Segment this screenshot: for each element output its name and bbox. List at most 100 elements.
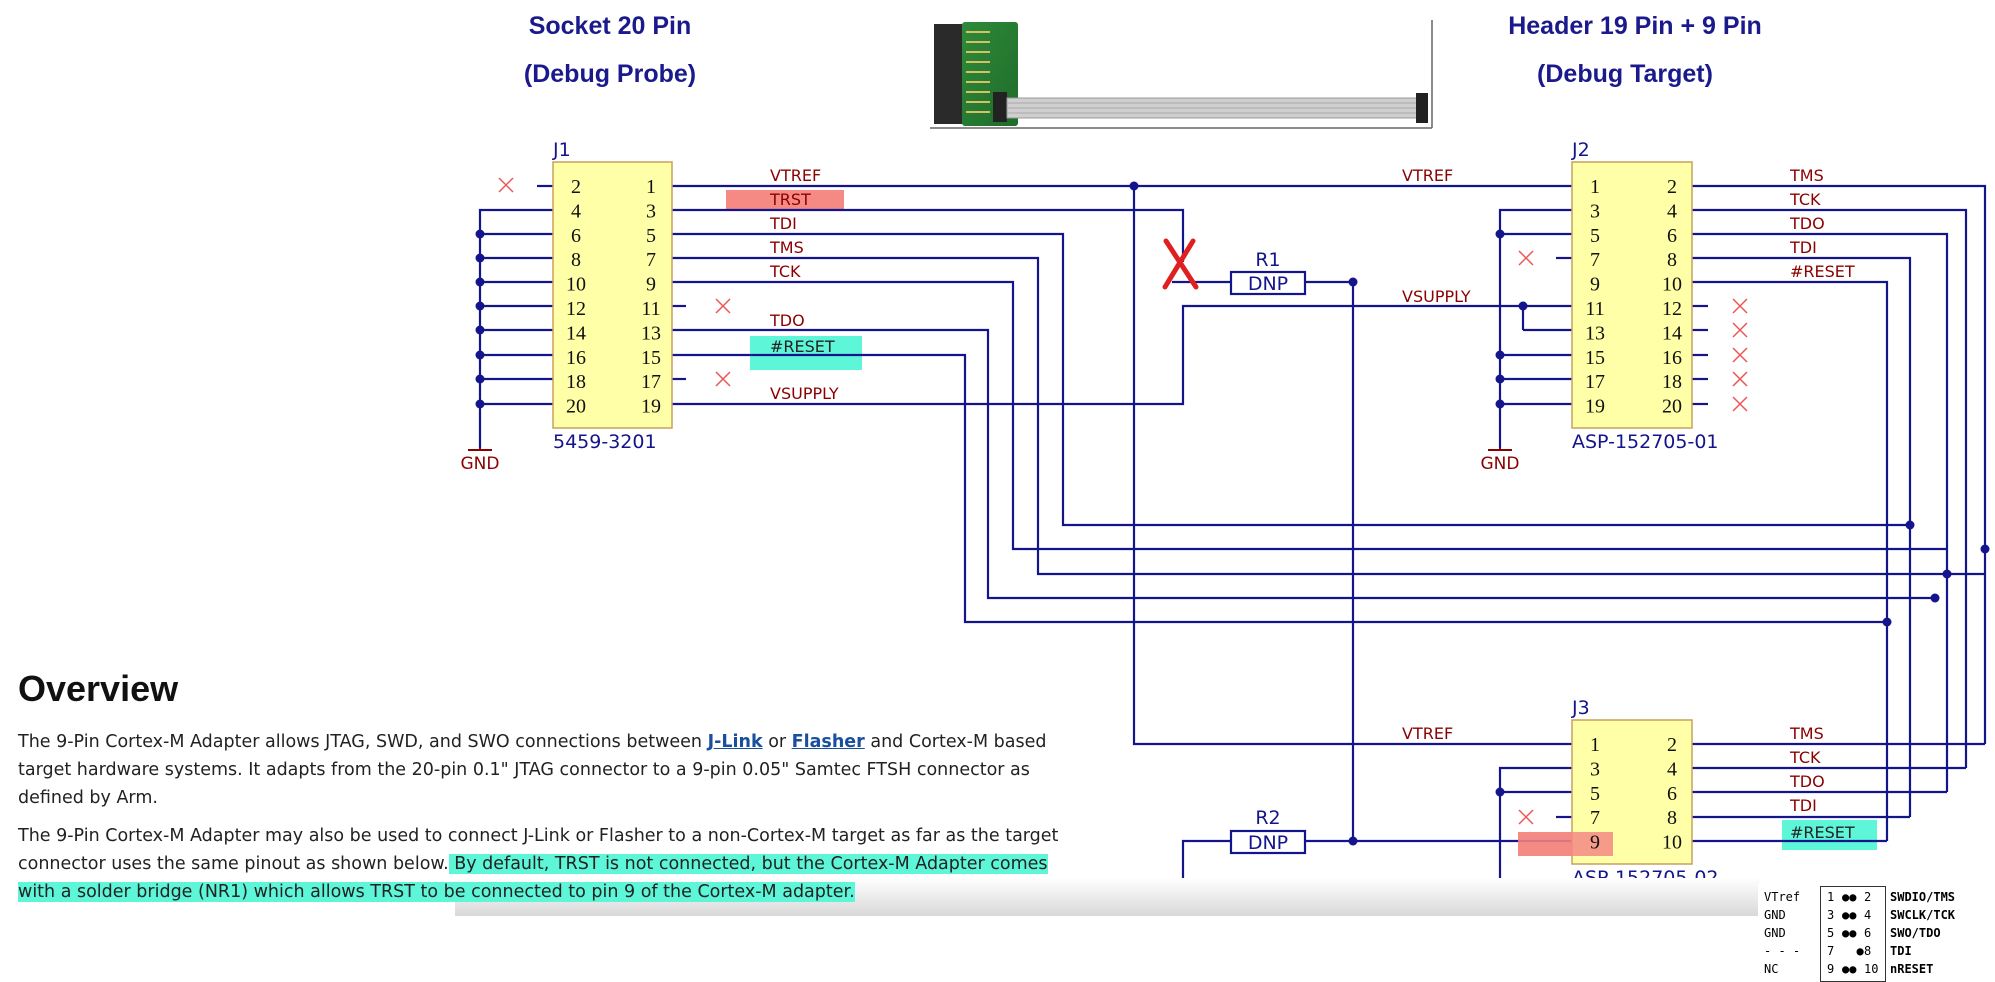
- j2-pin-number: 9: [1590, 274, 1600, 296]
- p1-text-or: or: [762, 732, 792, 752]
- j2-pin-number: 20: [1662, 396, 1682, 418]
- j3-pin-number: 9: [1590, 832, 1600, 854]
- j2-pin-number: 16: [1662, 347, 1682, 369]
- j1-pin-number: 20: [566, 396, 586, 418]
- j1-body: [552, 161, 673, 429]
- j2-pin-number: 8: [1667, 249, 1677, 271]
- r2-ref: R2: [1255, 807, 1280, 829]
- r2-value: DNP: [1248, 832, 1288, 854]
- j3-net-tdo: TDO: [1789, 772, 1825, 791]
- net-label-tdo: TDO: [769, 311, 805, 330]
- j3-pin-number: 2: [1667, 734, 1677, 756]
- j2-ref: J2: [1571, 139, 1590, 161]
- j2-pin-number: 18: [1662, 371, 1682, 393]
- j1-pin-number: 5: [646, 225, 656, 247]
- j1-pin-number: 19: [641, 396, 661, 418]
- j3-net-reset: #RESET: [1790, 823, 1855, 842]
- j3-pin-number: 7: [1590, 807, 1600, 829]
- pinout-pin-b: 4: [1864, 908, 1872, 922]
- j1-pin-number: 2: [571, 176, 581, 198]
- probe-heading-line2: (Debug Probe): [524, 60, 696, 88]
- j1-part: 5459-3201: [553, 431, 657, 453]
- j1-pin-number: 16: [566, 347, 586, 369]
- pinout-pin-b: 10: [1864, 962, 1879, 976]
- j2-pin-number: 4: [1667, 200, 1677, 222]
- pinout-pin-a: 1: [1827, 890, 1835, 904]
- pinout-dots-icon: ●●: [1842, 962, 1857, 976]
- j1-pin-number: 12: [566, 298, 586, 320]
- j2-pin-number: 15: [1585, 347, 1605, 369]
- overview-title: Overview: [18, 668, 179, 709]
- j3-pin-number: 5: [1590, 783, 1600, 805]
- j3-pin-number: 1: [1590, 734, 1600, 756]
- pinout-row: - - - 7 ● 8 TDI: [1758, 944, 1995, 962]
- j2-body: [1571, 161, 1693, 429]
- pinout-left: VTref: [1764, 890, 1801, 904]
- pinout-row: GND 5 ●● 6 SWO/TDO: [1758, 926, 1995, 944]
- gnd-label-j1: GND: [461, 454, 500, 474]
- pinout-left: GND: [1764, 908, 1786, 922]
- pinout-pin-a: 9: [1827, 962, 1835, 976]
- overview-paragraph-1: The 9-Pin Cortex-M Adapter allows JTAG, …: [18, 728, 1068, 812]
- j2-part: ASP-152705-01: [1572, 431, 1719, 453]
- pinout-pin-b: 8: [1864, 944, 1872, 958]
- net-label-tms: TMS: [769, 238, 804, 257]
- pinout-row: VTref 1 ●● 2 SWDIO/TMS: [1758, 890, 1995, 908]
- overview-paragraph-2: The 9-Pin Cortex-M Adapter may also be u…: [18, 822, 1068, 906]
- j2-pin-number: 10: [1662, 274, 1682, 296]
- target-heading-line1: Header 19 Pin + 9 Pin: [1508, 12, 1762, 40]
- junction-dots: [475, 181, 1990, 846]
- j-link-link[interactable]: J-Link: [707, 732, 763, 752]
- j2-net-tdo: TDO: [1789, 214, 1825, 233]
- j2-pin-number: 13: [1585, 322, 1605, 344]
- probe-heading-line1: Socket 20 Pin: [529, 12, 692, 40]
- j3-pin-number: 4: [1667, 758, 1677, 780]
- j1-pin-number: 13: [641, 322, 661, 344]
- j1-pin-number: 9: [646, 274, 656, 296]
- j3-pin-number: 8: [1667, 807, 1677, 829]
- no-connect-marks: [498, 177, 1748, 825]
- j3-reset-highlight: [1782, 820, 1877, 850]
- j3-net-tck: TCK: [1789, 748, 1821, 767]
- j1-pin-number: 6: [571, 225, 581, 247]
- pinout-left: - - -: [1764, 944, 1801, 958]
- p1-text-start: The 9-Pin Cortex-M Adapter allows JTAG, …: [18, 732, 708, 752]
- j2-net-reset: #RESET: [1790, 262, 1855, 281]
- j2-pin-number: 14: [1662, 322, 1682, 344]
- j2-net-vtref: VTREF: [1402, 166, 1453, 185]
- r1-body: [1229, 270, 1307, 296]
- r1-ref: R1: [1255, 249, 1280, 271]
- j2-pin-number: 7: [1590, 249, 1600, 271]
- cortex-m-pinout-table: VTref 1 ●● 2 SWDIO/TMS GND 3 ●● 4 SWCLK/…: [1758, 884, 1995, 982]
- j1-pin-number: 11: [641, 298, 660, 320]
- j2-pin-number: 2: [1667, 176, 1677, 198]
- j2-pin-number: 17: [1585, 371, 1605, 393]
- net-label-reset: #RESET: [770, 337, 835, 356]
- j1-pin-number: 4: [571, 200, 581, 222]
- pinout-dots-icon: ●●: [1842, 890, 1857, 904]
- trst-cut-mark: [1162, 238, 1199, 290]
- j3-pin-number: 3: [1590, 758, 1600, 780]
- gnd-label-j2: GND: [1481, 454, 1520, 474]
- target-heading-line2: (Debug Target): [1537, 60, 1713, 88]
- j1-pin-number: 3: [646, 200, 656, 222]
- pinout-pin-a: 5: [1827, 926, 1835, 940]
- j3-ref: J3: [1571, 697, 1590, 719]
- adapter-photo: [930, 16, 1433, 129]
- pinout-pin-b: 6: [1864, 926, 1872, 940]
- net-label-vsupply: VSUPPLY: [770, 384, 839, 403]
- r2-body: [1229, 829, 1307, 855]
- net-label-trst: TRST: [769, 190, 811, 209]
- j1-pin-number: 17: [641, 371, 661, 393]
- pinout-right: SWO/TDO: [1890, 926, 1941, 940]
- pinout-right: TDI: [1890, 944, 1912, 958]
- j2-pin-number: 6: [1667, 225, 1677, 247]
- r1-value: DNP: [1248, 273, 1288, 295]
- flasher-link[interactable]: Flasher: [791, 732, 865, 752]
- pinout-right: nRESET: [1890, 962, 1934, 976]
- j1-pin-number: 18: [566, 371, 586, 393]
- pinout-right: SWCLK/TCK: [1890, 908, 1956, 922]
- j2-net-tms: TMS: [1789, 166, 1824, 185]
